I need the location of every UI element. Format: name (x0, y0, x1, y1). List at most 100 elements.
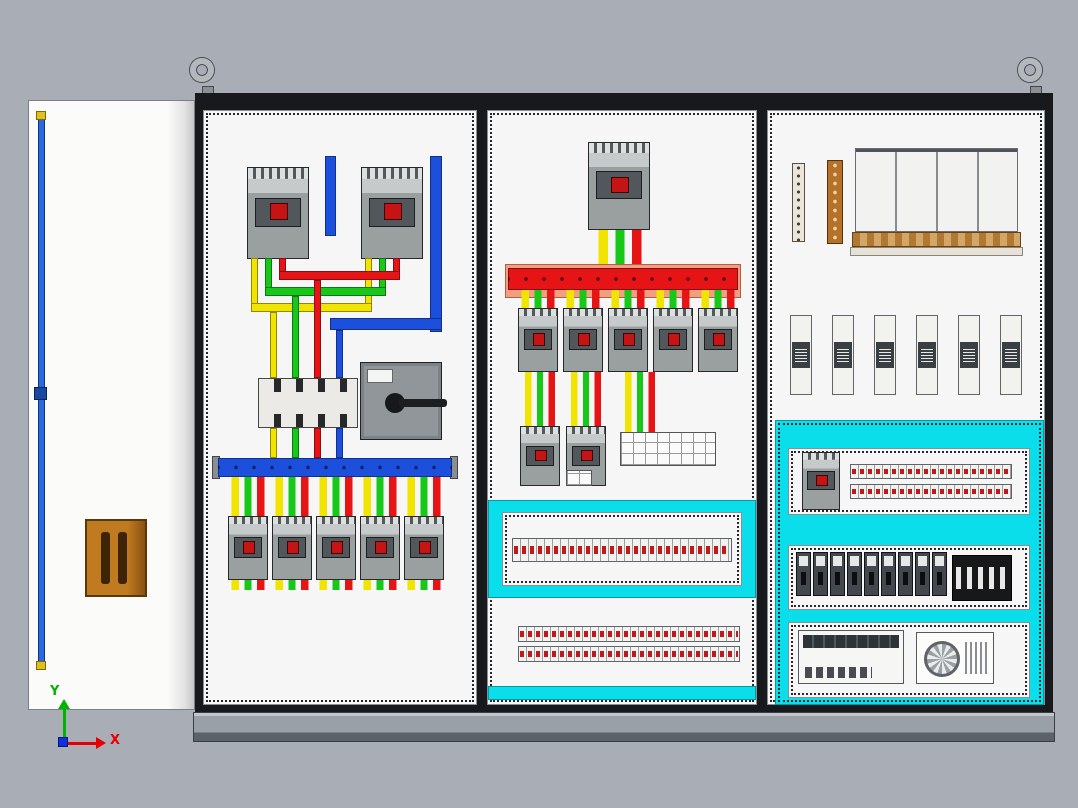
phase-bar[interactable] (265, 258, 272, 296)
phase-wires (360, 477, 400, 516)
outgoing-breaker[interactable] (316, 516, 356, 580)
phase-bar[interactable] (365, 258, 372, 310)
din-rail-strip (488, 686, 756, 700)
control-breaker[interactable] (802, 452, 840, 510)
outgoing-wire-row (228, 477, 444, 516)
phase-drop[interactable] (270, 428, 277, 458)
phase-wires (228, 580, 268, 590)
terminal-row[interactable] (518, 646, 740, 662)
sub-breaker[interactable] (520, 426, 560, 486)
phase-wires (360, 580, 400, 590)
phase-wires (563, 290, 603, 308)
fuse-switch[interactable] (790, 315, 812, 395)
fuse-switch[interactable] (916, 315, 938, 395)
lifting-eye-left[interactable] (190, 58, 214, 82)
terminal-row[interactable] (850, 484, 1012, 499)
busbar-support-block[interactable] (258, 378, 358, 428)
multipole-breaker[interactable] (952, 555, 1012, 601)
phase-wires (522, 372, 558, 426)
switch-nameplate (367, 369, 393, 383)
mounting-rail (852, 232, 1021, 247)
phase-wires (316, 477, 356, 516)
mini-breaker[interactable] (898, 552, 913, 596)
main-breaker[interactable] (247, 167, 309, 259)
cabinet-base[interactable] (193, 712, 1055, 742)
switch-handle[interactable] (399, 399, 447, 407)
phase-bar[interactable] (393, 258, 400, 280)
feeder-breaker[interactable] (608, 308, 648, 372)
outgoing-breaker[interactable] (272, 516, 312, 580)
terminal-row[interactable] (512, 538, 732, 562)
feeder-breaker[interactable] (563, 308, 603, 372)
power-supply[interactable] (916, 632, 994, 684)
terminal-block-grid[interactable] (620, 432, 716, 466)
neutral-busbar-riser[interactable] (325, 156, 336, 236)
fuse-switch[interactable] (832, 315, 854, 395)
outgoing-breaker[interactable] (404, 516, 444, 580)
feeder-breaker[interactable] (698, 308, 738, 372)
terminal-connector[interactable] (566, 470, 592, 486)
door-handle[interactable] (85, 519, 147, 597)
distribution-busbar[interactable] (218, 458, 452, 477)
mini-breaker[interactable] (864, 552, 879, 596)
x-axis-line (66, 742, 96, 745)
phase-drop[interactable] (292, 296, 299, 378)
neutral-drop[interactable] (336, 330, 343, 378)
phase-wires (404, 580, 444, 590)
phase-wires (316, 580, 356, 590)
mini-breaker[interactable] (881, 552, 896, 596)
changeover-switch[interactable] (360, 362, 447, 440)
feeder-phase-busbar[interactable] (508, 268, 738, 290)
phase-wires (594, 230, 646, 268)
fuse-switch[interactable] (958, 315, 980, 395)
feeder-breaker[interactable] (518, 308, 558, 372)
phase-drop[interactable] (314, 428, 321, 458)
plc-module[interactable] (798, 630, 904, 684)
y-axis-label: Y (50, 684, 60, 699)
terminal-strip[interactable] (827, 160, 843, 244)
phase-wires (518, 290, 558, 308)
busbar-chamber[interactable] (855, 148, 1018, 232)
phase-drop[interactable] (314, 280, 321, 378)
phase-drop[interactable] (292, 428, 299, 458)
phase-bar-horizontal[interactable] (265, 287, 386, 296)
feeder-main-breaker[interactable] (588, 142, 650, 230)
neutral-drop[interactable] (336, 428, 343, 458)
x-axis-label: X (110, 733, 121, 748)
feeder-breaker[interactable] (653, 308, 693, 372)
cabinet-door[interactable] (28, 100, 195, 710)
mini-breaker[interactable] (813, 552, 828, 596)
phase-bar[interactable] (279, 258, 286, 280)
mini-breaker[interactable] (932, 552, 947, 596)
phase-bar-horizontal[interactable] (279, 271, 400, 280)
mini-breaker[interactable] (915, 552, 930, 596)
outgoing-breaker[interactable] (360, 516, 400, 580)
neutral-busbar-riser[interactable] (430, 156, 442, 332)
x-axis-arrow (96, 737, 106, 749)
phase-bar[interactable] (251, 258, 258, 310)
rail-base (850, 247, 1023, 256)
din-rail-zone[interactable] (488, 500, 756, 598)
fuse-switch[interactable] (874, 315, 896, 395)
terminal-row[interactable] (850, 464, 1012, 479)
phase-drop[interactable] (270, 312, 277, 378)
sub-breaker-row (520, 426, 606, 486)
main-breaker[interactable] (361, 167, 423, 259)
fuse-switch[interactable] (1000, 315, 1022, 395)
phase-bar-horizontal[interactable] (251, 303, 372, 312)
control-din-zone[interactable] (775, 420, 1044, 705)
switch-knob[interactable] (385, 393, 405, 413)
phase-wires (272, 477, 312, 516)
terminal-row[interactable] (518, 626, 740, 642)
main-breaker-row (247, 167, 423, 259)
neutral-bar-horizontal[interactable] (330, 318, 442, 330)
mini-breaker[interactable] (830, 552, 845, 596)
phase-wires (608, 290, 648, 308)
outgoing-breaker[interactable] (228, 516, 268, 580)
mini-breaker[interactable] (796, 552, 811, 596)
lifting-eye-right[interactable] (1018, 58, 1042, 82)
mini-breaker-row (796, 552, 947, 596)
mini-breaker[interactable] (847, 552, 862, 596)
terminal-strip[interactable] (792, 163, 805, 242)
